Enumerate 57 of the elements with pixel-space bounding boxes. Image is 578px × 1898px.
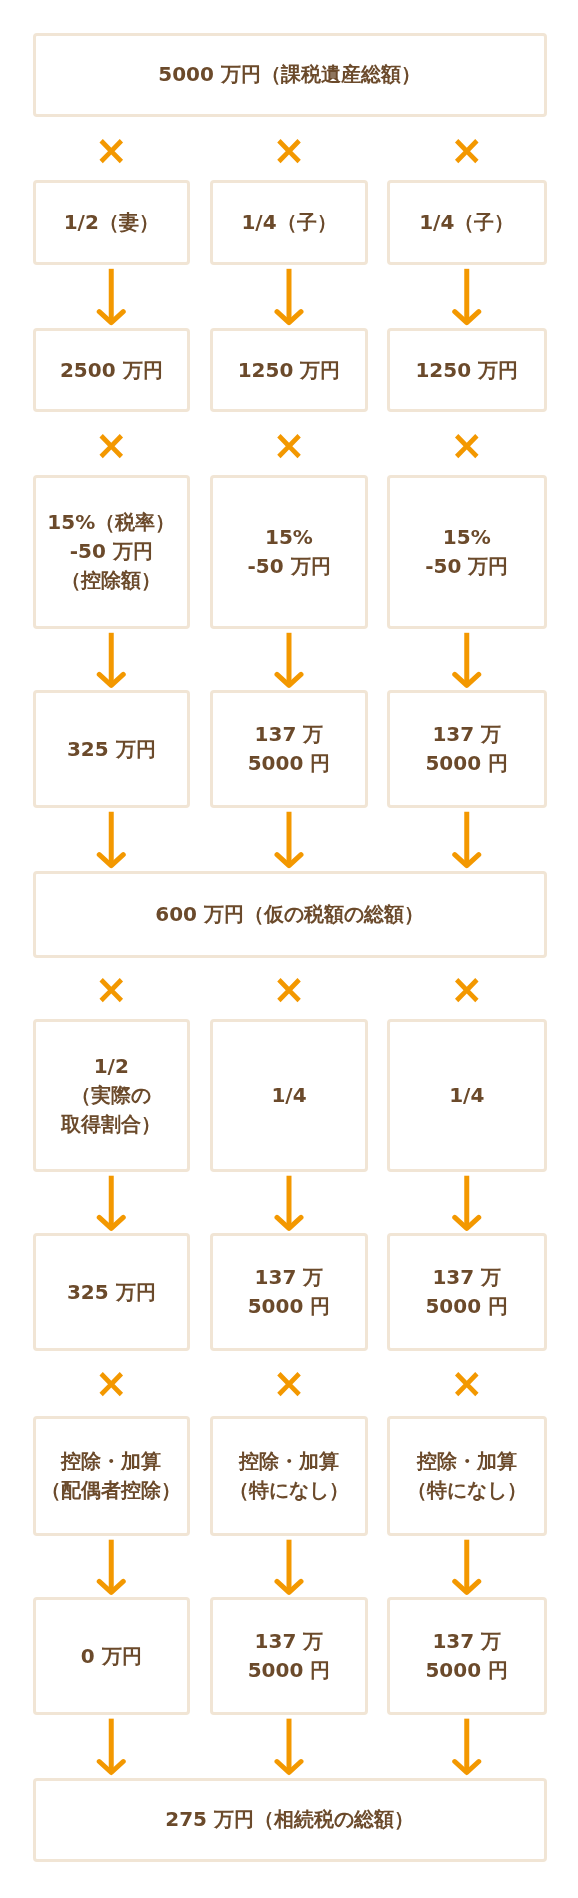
process-box: 15% -50 万円 xyxy=(210,475,368,629)
arrow xyxy=(452,1175,482,1231)
process-box: 1250 万円 xyxy=(386,327,547,413)
arrow xyxy=(452,1539,482,1595)
process-box: 275 万円（相続税の総額） xyxy=(32,1777,547,1863)
process-box: 325 万円 xyxy=(32,690,190,808)
process-box: 15%（税率）-50 万円（控除額） xyxy=(32,475,190,629)
arrow xyxy=(274,1718,304,1776)
multiply-sign: × xyxy=(450,129,484,170)
process-box: 137 万 5000 円 xyxy=(386,1597,547,1715)
process-box: 控除・加算（配偶者控除） xyxy=(32,1415,190,1536)
process-box: 1/2（妻） xyxy=(32,180,190,265)
process-box: 137 万 5000 円 xyxy=(210,1233,368,1351)
arrow xyxy=(274,632,304,688)
arrow xyxy=(96,632,126,688)
arrow xyxy=(96,1718,126,1776)
multiply-sign: × xyxy=(450,969,484,1010)
process-box: 137 万 5000 円 xyxy=(386,1233,547,1351)
arrow xyxy=(452,632,482,688)
process-box: 1/4（子） xyxy=(386,180,547,265)
arrow xyxy=(452,268,482,326)
process-box: 325 万円 xyxy=(32,1233,190,1351)
process-box: 1/4 xyxy=(386,1019,547,1172)
process-box: 1/2（実際の取得割合） xyxy=(32,1019,190,1172)
arrow xyxy=(274,1539,304,1595)
multiply-sign: × xyxy=(272,129,306,170)
process-box: 0 万円 xyxy=(32,1597,190,1715)
process-box: 137 万 5000 円 xyxy=(386,690,547,808)
multiply-sign: × xyxy=(450,425,484,465)
arrow xyxy=(96,811,126,869)
process-box: 1250 万円 xyxy=(210,327,368,413)
arrow xyxy=(274,268,304,326)
process-box: 15% -50 万円 xyxy=(386,475,547,629)
arrow xyxy=(452,811,482,869)
multiply-sign: × xyxy=(450,1363,484,1404)
arrow xyxy=(452,1718,482,1776)
arrow xyxy=(96,1175,126,1231)
arrow xyxy=(274,811,304,869)
arrow xyxy=(274,1175,304,1231)
arrow xyxy=(96,1539,126,1595)
multiply-sign: × xyxy=(94,425,128,465)
multiply-sign: × xyxy=(94,129,128,170)
process-box: 137 万 5000 円 xyxy=(210,690,368,808)
process-box: 控除・加算（特になし） xyxy=(210,1415,368,1536)
process-box: 600 万円（仮の税額の総額） xyxy=(32,870,547,958)
multiply-sign: × xyxy=(94,969,128,1010)
process-box: 137 万 5000 円 xyxy=(210,1597,368,1715)
process-box: 2500 万円 xyxy=(32,327,190,413)
process-box: 1/4（子） xyxy=(210,180,368,265)
process-box: 1/4 xyxy=(210,1019,368,1172)
multiply-sign: × xyxy=(94,1363,128,1404)
multiply-sign: × xyxy=(272,1363,306,1404)
multiply-sign: × xyxy=(272,969,306,1010)
process-box: 5000 万円（課税遺産総額） xyxy=(32,32,547,118)
process-box: 控除・加算（特になし） xyxy=(386,1415,547,1536)
arrow xyxy=(96,268,126,326)
multiply-sign: × xyxy=(272,425,306,465)
